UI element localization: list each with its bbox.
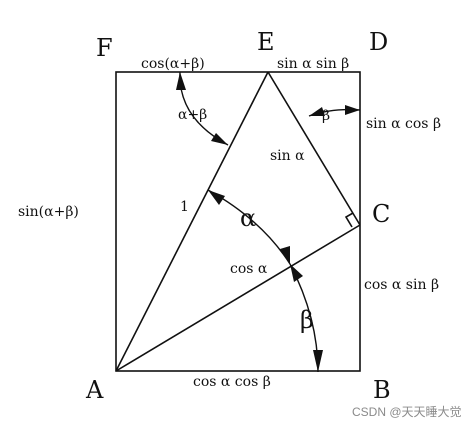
alpha-beta-arrow-bottom bbox=[211, 133, 228, 145]
watermark: CSDN @天天睡大觉 bbox=[352, 405, 462, 419]
alpha-arrow-up bbox=[208, 190, 225, 205]
beta-top-arrow-left bbox=[309, 107, 325, 116]
vertex-a-label: A bbox=[85, 376, 104, 404]
angle-top-left-label: α+β bbox=[178, 107, 207, 123]
beta-arrow-down bbox=[313, 350, 323, 372]
segment-ec bbox=[267, 71, 361, 226]
outer-rectangle bbox=[115, 71, 361, 372]
beta-arrow-up bbox=[290, 264, 303, 282]
vertex-e-label: E bbox=[257, 28, 275, 56]
alpha-beta-arrow-top bbox=[176, 72, 186, 90]
right-upper-label: sin α cos β bbox=[366, 116, 441, 132]
beta-top-arrow-right bbox=[345, 105, 360, 115]
right-angle-marker bbox=[344, 212, 354, 228]
beta-label: β bbox=[300, 306, 314, 334]
angle-top-right-label: β bbox=[322, 108, 330, 124]
bottom-label: cos α cos β bbox=[193, 374, 271, 390]
vertex-b-label: B bbox=[373, 376, 391, 404]
right-lower-label: cos α sin β bbox=[364, 277, 439, 293]
top-right-label: sin α sin β bbox=[277, 56, 349, 72]
vertex-d-label: D bbox=[369, 28, 388, 56]
alpha-arrow-down bbox=[280, 246, 290, 264]
segment-ae bbox=[115, 71, 269, 372]
ec-side-label: sin α bbox=[270, 148, 305, 164]
vertex-f-label: F bbox=[96, 34, 113, 62]
segment-ac bbox=[115, 224, 361, 372]
ac-side-label: cos α bbox=[230, 261, 268, 277]
alpha-label: α bbox=[240, 204, 256, 232]
top-left-label: cos(α+β) bbox=[141, 56, 205, 72]
left-side-label: sin(α+β) bbox=[18, 204, 79, 220]
vertex-c-label: C bbox=[372, 200, 390, 228]
hypotenuse-label: 1 bbox=[180, 199, 189, 215]
